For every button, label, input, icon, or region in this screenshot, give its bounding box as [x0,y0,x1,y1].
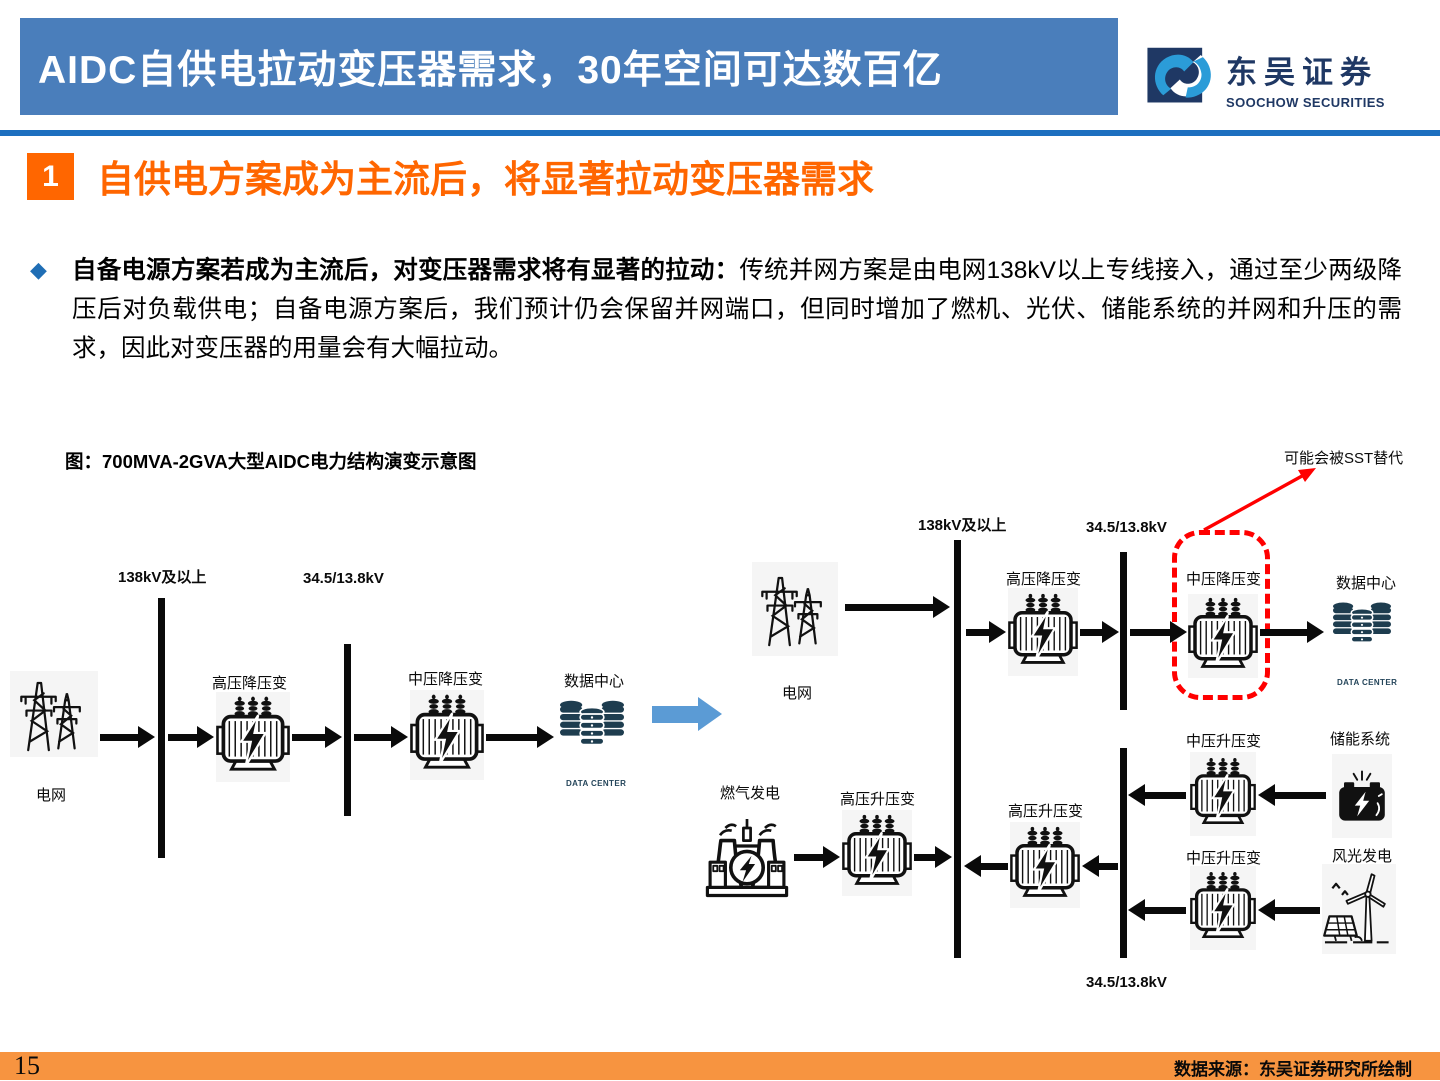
right-bus2-voltage-label: 34.5/13.8kV [1086,519,1167,536]
right-bus-bar-34kv-lower [1120,748,1127,958]
logo-en: SOOCHOW SECURITIES [1226,94,1385,110]
logo-cn: 东吴证券 [1226,54,1378,90]
sst-annotation-label: 可能会被SST替代 [1284,450,1404,467]
battery-icon [1332,754,1392,838]
right-datacenter-caption: DATA CENTER [1337,678,1398,687]
evolution-arrow [652,697,722,731]
right-hv-stepdown-label: 高压降压变 [1006,571,1082,588]
hv-stepup-mid-label: 高压升压变 [1008,803,1084,820]
left-datacenter-caption: DATA CENTER [566,779,627,788]
flow-arrow [168,726,214,748]
slide-title: AIDC自供电拉动变压器需求，30年空间可达数百亿 [38,48,943,92]
left-bus-bar-138kv [158,598,165,858]
right-mv-stepdown-transformer-icon [1188,594,1258,678]
left-grid-label: 电网 [36,787,67,804]
right-mv-stepdown-label: 中压降压变 [1186,571,1262,588]
right-bus-bar-138kv [954,540,961,958]
left-bus-bar-34kv [344,644,351,816]
figure-title: 图：700MVA-2GVA大型AIDC电力结构演变示意图 [65,451,477,472]
left-mv-stepdown-label: 中压降压变 [408,671,484,688]
mv-stepup-top-label: 中压升压变 [1186,733,1262,750]
flow-arrow [1128,899,1186,921]
flow-arrow [1258,784,1326,806]
left-datacenter-icon [556,698,628,762]
page-number: 15 [14,1051,40,1080]
gas-power-label: 燃气发电 [720,785,781,802]
right-bus-bar-34kv-upper [1120,552,1127,710]
flow-arrow [1080,621,1119,643]
storage-label: 储能系统 [1330,731,1391,748]
bullet-diamond-icon: ◆ [30,257,47,282]
right-bus2-bottom-voltage-label: 34.5/13.8kV [1086,974,1167,991]
flow-arrow [354,726,408,748]
flow-arrow [964,855,1008,877]
flow-arrow [794,846,840,868]
mv-stepup-top-transformer-icon [1190,752,1256,836]
flow-arrow [1260,621,1324,643]
wind-solar-label: 风光发电 [1332,848,1393,865]
hv-stepup-left-label: 高压升压变 [840,791,916,808]
sst-highlight-box [1172,530,1270,700]
flow-arrow [1130,621,1187,643]
wind-solar-icon [1322,864,1396,954]
flow-arrow [1258,899,1320,921]
left-mv-stepdown-transformer-icon [410,690,484,780]
bullet-lead: 自备电源方案若成为主流后，对变压器需求将有显著的拉动： [72,257,740,284]
soochow-logo-text: 东吴证券 SOOCHOW SECURITIES [1226,47,1385,110]
section-number-badge: 1 [27,153,74,200]
right-bus1-voltage-label: 138kV及以上 [918,517,1007,534]
right-datacenter-icon [1328,600,1396,658]
right-datacenter-label: 数据中心 [1336,575,1397,592]
flow-arrow [845,596,950,618]
flow-arrow [486,726,554,748]
left-grid-tower-icon [10,671,98,757]
soochow-logo: 东吴证券 SOOCHOW SECURITIES [1146,40,1416,116]
slide-title-banner: AIDC自供电拉动变压器需求，30年空间可达数百亿 [20,18,1118,115]
left-hv-stepdown-transformer-icon [216,692,290,782]
left-bus2-voltage-label: 34.5/13.8kV [303,570,384,587]
mv-stepup-bottom-transformer-icon [1190,866,1256,950]
hv-stepup-mid-transformer-icon [1010,822,1080,908]
left-datacenter-label: 数据中心 [564,673,625,690]
flow-arrow [914,846,952,868]
bullet-body: 传统并网方案是由电网138kV以上专线接入，通过至少两级降压后对负载供电；自备电… [72,257,1403,362]
section-title: 自供电方案成为主流后，将显著拉动变压器需求 [97,159,874,200]
flow-arrow [100,726,155,748]
left-bus1-voltage-label: 138kV及以上 [118,569,207,586]
flow-arrow [292,726,342,748]
footer-bar [0,1052,1440,1080]
header-divider [0,130,1440,136]
right-grid-tower-icon [752,562,838,656]
sst-annotation-arrow [1203,468,1316,532]
bullet-paragraph: 自备电源方案若成为主流后，对变压器需求将有显著的拉动：传统并网方案是由电网138… [72,251,1402,368]
right-grid-label: 电网 [782,685,813,702]
flow-arrow [1082,855,1118,877]
hv-stepup-left-transformer-icon [842,810,912,896]
left-hv-stepdown-label: 高压降压变 [212,675,288,692]
data-source: 数据来源：东吴证券研究所绘制 [1174,1060,1412,1079]
mv-stepup-bottom-label: 中压升压变 [1186,850,1262,867]
right-hv-stepdown-transformer-icon [1008,588,1078,676]
gas-plant-icon [702,804,792,906]
soochow-logo-icon [1147,47,1211,103]
flow-arrow [966,621,1006,643]
flow-arrow [1128,784,1186,806]
